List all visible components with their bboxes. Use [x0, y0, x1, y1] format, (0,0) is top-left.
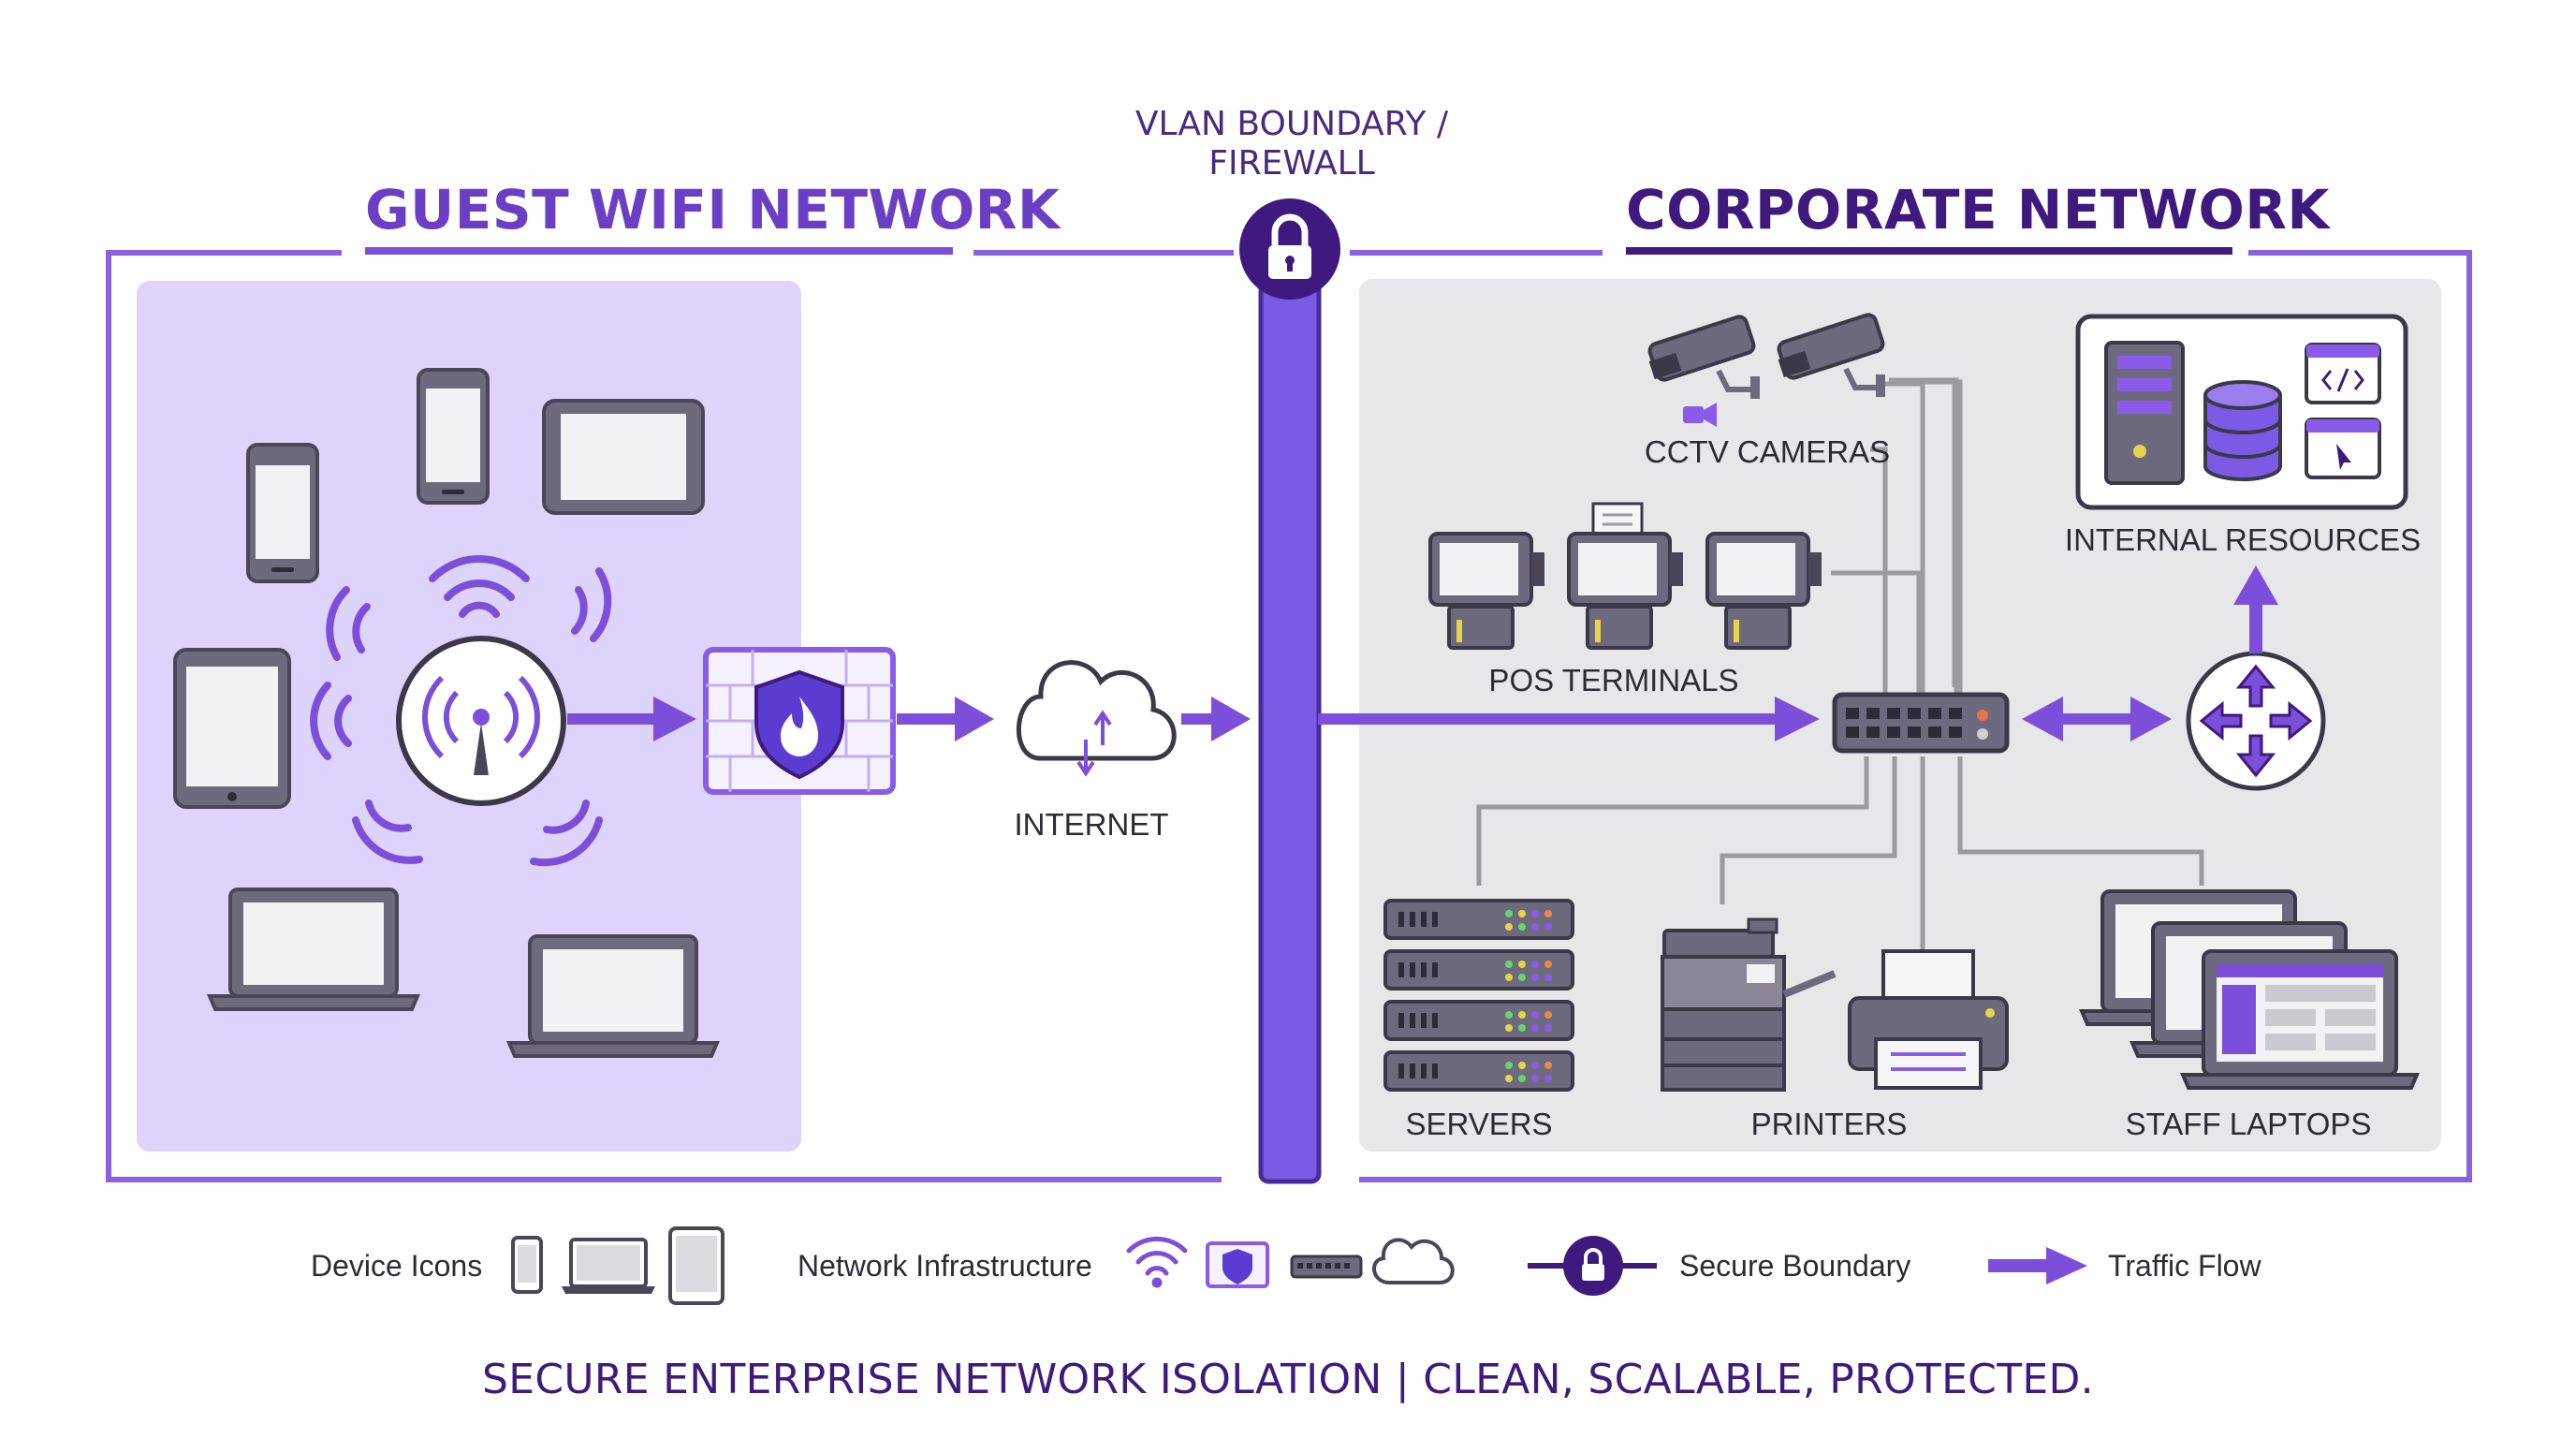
shield-icon: [754, 669, 844, 780]
laptop-icon: [206, 888, 421, 1011]
laptop-icon: [2179, 949, 2421, 1090]
vlan-boundary-line1: VLAN BOUNDARY /: [1134, 105, 1449, 143]
internet-label: INTERNET: [1014, 807, 1169, 842]
legend-boundary-label: Secure Boundary: [1679, 1249, 1911, 1283]
printer-icon: [1848, 949, 2009, 1090]
pos-label: POS TERMINALS: [1488, 663, 1739, 697]
cctv-label: CCTV CAMERAS: [1644, 434, 1891, 469]
vlan-boundary-line2: FIREWALL: [1208, 144, 1375, 183]
cursor-window-icon: [2305, 418, 2381, 479]
internet-cloud-icon: [1017, 660, 1177, 777]
network-switch-icon: [1832, 692, 2010, 754]
legend-devices-label: Device Icons: [311, 1249, 483, 1283]
tablet-icon: [173, 648, 291, 809]
traffic-arrow: [897, 697, 994, 741]
vlan-boundary-label: VLAN BOUNDARY / FIREWALL: [1105, 105, 1479, 183]
legend-switch-icon: [1290, 1255, 1363, 1279]
printers-label: PRINTERS: [1750, 1107, 1908, 1141]
bidirectional-arrow: [2022, 697, 2172, 741]
legend-traffic-arrow-icon: [1988, 1247, 2087, 1284]
cctv-connector: [1889, 379, 1961, 697]
legend-firewall-icon: [1206, 1241, 1269, 1288]
phone-icon: [246, 443, 319, 583]
wifi-signal-waves: [310, 554, 612, 867]
legend-traffic-label: Traffic Flow: [2108, 1249, 2261, 1283]
legend-laptop-icon: [562, 1238, 655, 1294]
corporate-zone-title: CORPORATE NETWORK: [1626, 178, 2330, 242]
pos-terminal-icon: [1428, 532, 1544, 650]
vlan-boundary-bar: [1239, 198, 1340, 1184]
wifi-access-point-icon: [396, 636, 566, 806]
servers-label: SERVERS: [1405, 1107, 1553, 1141]
laptop-icon: [505, 934, 721, 1058]
tagline: SECURE ENTERPRISE NETWORK ISOLATION | CL…: [482, 1356, 2094, 1403]
legend-tablet-icon: [668, 1226, 724, 1305]
guest-frame: [106, 247, 1234, 1182]
pos-terminal-icon: [1567, 502, 1683, 650]
router-icon: [2186, 651, 2326, 791]
pos-terminal-icon: [1705, 532, 1822, 650]
tablet-icon: [542, 399, 705, 515]
cctv-camera-icon: [1777, 313, 1885, 397]
code-window-icon: [2305, 343, 2381, 404]
legend-wifi-icon: [1126, 1236, 1188, 1288]
corporate-frame: [1350, 247, 2472, 1182]
traffic-arrow: [567, 697, 696, 741]
traffic-arrow: [1181, 697, 1251, 741]
legend-infrastructure-label: Network Infrastructure: [798, 1249, 1092, 1283]
copier-icon: [1661, 917, 1837, 1092]
firewall-icon: [703, 647, 896, 795]
legend-secure-boundary-icon: [1528, 1236, 1657, 1296]
guest-zone-title: GUEST WIFI NETWORK: [365, 178, 1061, 242]
phone-icon: [417, 368, 490, 505]
server-rack-icon: [1383, 899, 1574, 1092]
database-icon: [2203, 380, 2282, 481]
legend-cloud-icon: [1372, 1238, 1455, 1284]
internal-resources-icon: [2075, 314, 2408, 510]
cctv-camera-icon: [1647, 315, 1760, 427]
staff-laptops-label: STAFF LAPTOPS: [2125, 1107, 2372, 1141]
internal-resources-label: INTERNAL RESOURCES: [2064, 522, 2422, 557]
traffic-arrow: [1318, 697, 1820, 741]
legend-phone-icon: [511, 1236, 543, 1294]
flame-icon: [781, 697, 818, 756]
traffic-arrow: [2233, 565, 2278, 653]
